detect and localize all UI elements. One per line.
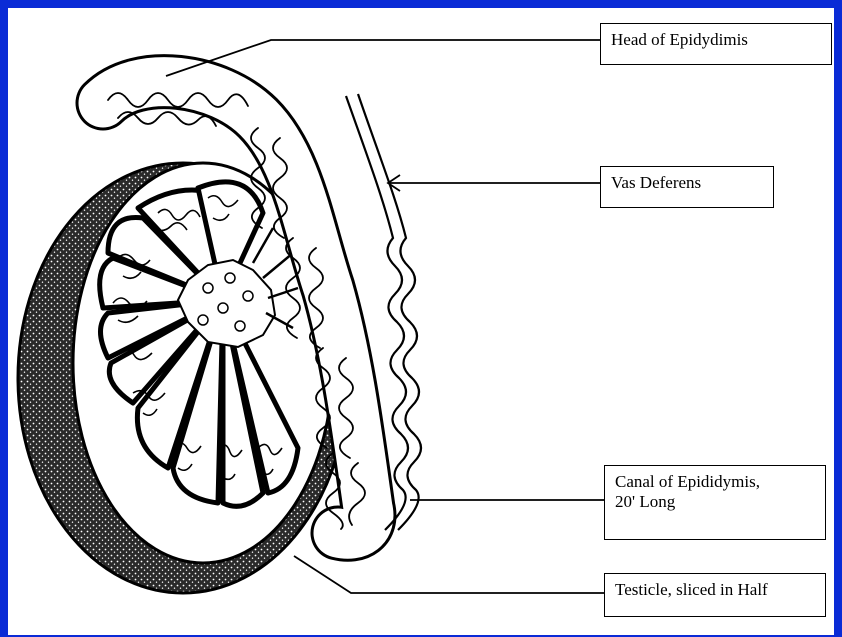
anatomy-illustration	[8, 8, 834, 635]
label-canal-of-epididymis: Canal of Epididymis, 20' Long	[604, 465, 826, 540]
label-head-of-epididymis: Head of Epidydimis	[600, 23, 832, 65]
diagram-frame: Head of Epidydimis Vas Deferens Canal of…	[8, 8, 834, 635]
label-testicle: Testicle, sliced in Half	[604, 573, 826, 617]
label-vas-deferens: Vas Deferens	[600, 166, 774, 208]
leader-testicle	[294, 556, 604, 593]
